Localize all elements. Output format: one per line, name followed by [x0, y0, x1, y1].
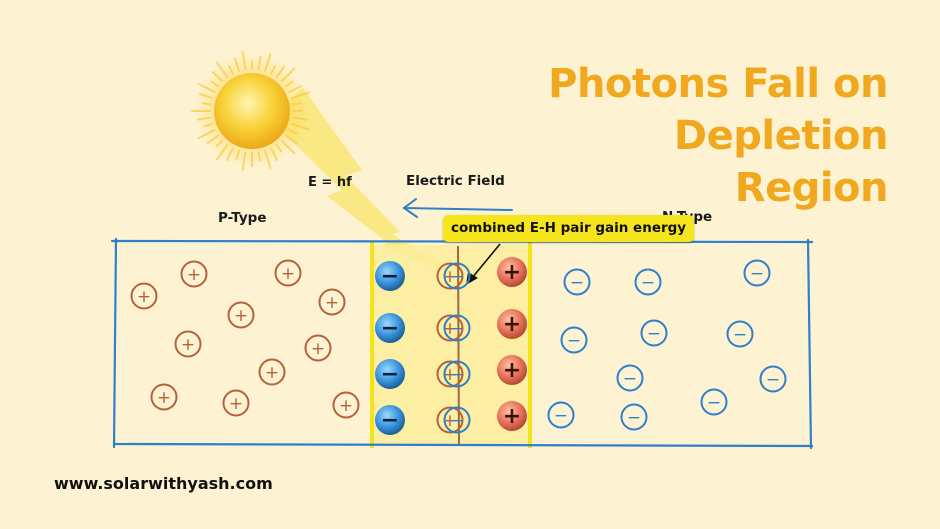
svg-text:+: +: [265, 363, 279, 383]
svg-text:+: +: [281, 264, 295, 284]
free-hole: +: [497, 355, 527, 385]
electron-charge: −: [547, 401, 575, 429]
hole-charge: +: [274, 259, 302, 287]
svg-text:−: −: [766, 370, 780, 390]
electron-charge: −: [616, 364, 644, 392]
svg-text:−: −: [450, 267, 464, 287]
energy-label: E = hf: [308, 175, 352, 190]
electron-charge: −: [726, 320, 754, 348]
hole-charge: +: [222, 389, 250, 417]
electron-charge: −: [620, 403, 648, 431]
svg-text:+: +: [503, 404, 521, 429]
svg-text:+: +: [181, 335, 195, 355]
free-electron: −: [375, 405, 405, 435]
hole-charge: +: [174, 330, 202, 358]
hole-charge: +: [304, 334, 332, 362]
electric-field-label: Electric Field: [406, 173, 505, 189]
website-url: www.solarwithyash.com: [54, 474, 273, 493]
svg-text:−: −: [554, 406, 568, 426]
svg-text:−: −: [381, 408, 399, 433]
hole-charge: +: [180, 260, 208, 288]
svg-text:−: −: [381, 362, 399, 387]
p-type-label: P-Type: [218, 210, 267, 226]
svg-text:−: −: [450, 411, 464, 431]
hole-charge: +: [332, 391, 360, 419]
electron-charge: −: [759, 365, 787, 393]
hole-charge: +: [150, 383, 178, 411]
fixed-electron-ion: −: [443, 314, 471, 342]
svg-text:−: −: [707, 393, 721, 413]
free-hole: +: [497, 309, 527, 339]
svg-text:−: −: [381, 316, 399, 341]
title-line-1: Photons Fall on: [548, 61, 888, 107]
svg-text:+: +: [187, 265, 201, 285]
free-electron: −: [375, 313, 405, 343]
electric-field-arrow-icon: [402, 198, 513, 218]
svg-text:−: −: [567, 331, 581, 351]
page-title: Photons Fall on Depletion Region: [548, 58, 888, 214]
svg-text:+: +: [229, 394, 243, 414]
svg-text:+: +: [339, 396, 353, 416]
lightning-beam-icon: [268, 88, 470, 282]
svg-text:+: +: [503, 312, 521, 337]
svg-text:+: +: [157, 388, 171, 408]
fixed-electron-ion: −: [443, 406, 471, 434]
svg-text:+: +: [137, 287, 151, 307]
electron-charge: −: [743, 259, 771, 287]
svg-text:−: −: [733, 325, 747, 345]
svg-text:+: +: [503, 260, 521, 285]
hole-charge: +: [130, 282, 158, 310]
svg-text:−: −: [623, 369, 637, 389]
energy-gain-callout: combined E-H pair gain energy: [443, 215, 695, 242]
electron-charge: −: [563, 268, 591, 296]
electron-charge: −: [700, 388, 728, 416]
electron-charge: −: [634, 268, 662, 296]
svg-text:−: −: [450, 365, 464, 385]
sun-icon: [191, 50, 311, 172]
svg-text:−: −: [641, 273, 655, 293]
title-line-2: Depletion Region: [673, 113, 889, 211]
fixed-electron-ion: −: [443, 262, 471, 290]
fixed-electron-ion: −: [443, 360, 471, 388]
electron-charge: −: [560, 326, 588, 354]
svg-text:+: +: [503, 358, 521, 383]
svg-text:−: −: [381, 264, 399, 289]
svg-text:−: −: [570, 273, 584, 293]
hole-charge: +: [318, 288, 346, 316]
electron-charge: −: [640, 319, 668, 347]
svg-text:+: +: [234, 306, 248, 326]
free-hole: +: [497, 401, 527, 431]
hole-charge: +: [227, 301, 255, 329]
free-hole: +: [497, 257, 527, 287]
hole-charge: +: [258, 358, 286, 386]
svg-text:+: +: [311, 339, 325, 359]
svg-text:−: −: [647, 324, 661, 344]
free-electron: −: [375, 359, 405, 389]
svg-text:+: +: [325, 293, 339, 313]
svg-text:−: −: [627, 408, 641, 428]
free-electron: −: [375, 261, 405, 291]
svg-text:−: −: [750, 264, 764, 284]
svg-text:−: −: [450, 319, 464, 339]
